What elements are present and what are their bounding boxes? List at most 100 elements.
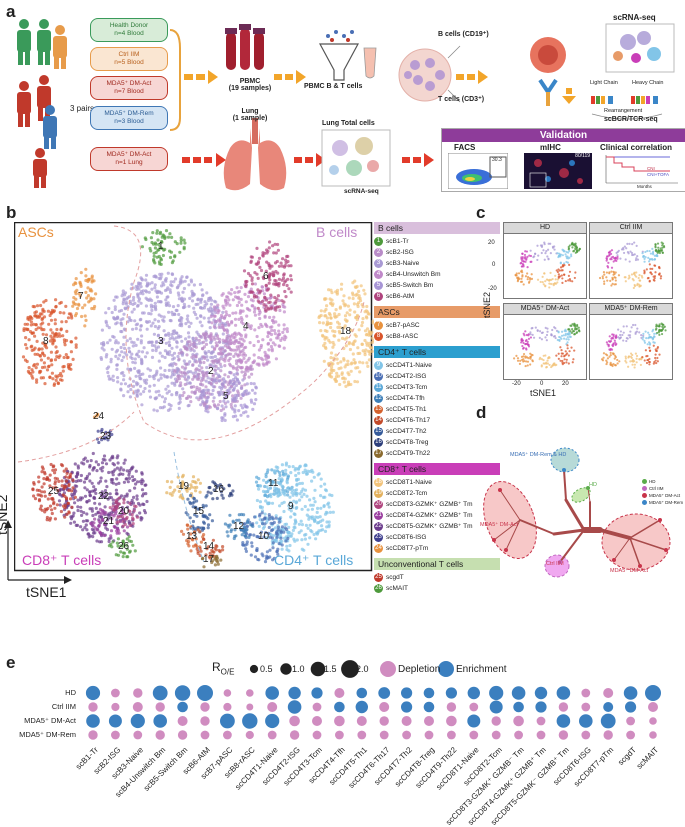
legend-group-head: CD8⁺ T cells	[374, 463, 500, 475]
legend-dot: 5	[374, 281, 383, 290]
e-dot	[197, 685, 213, 701]
e-dot	[491, 730, 501, 740]
umap-ctrl: Ctrl IIM	[589, 222, 673, 299]
e-dot	[558, 702, 569, 712]
legend-label: scB6-AtM	[386, 293, 415, 300]
mihc-value: 80/119	[575, 153, 590, 159]
e-dot	[379, 730, 389, 740]
e-dot	[423, 687, 435, 699]
cluster-7	[71, 267, 98, 328]
e-dot	[288, 686, 301, 700]
tsne-axes	[4, 520, 72, 584]
cluster-number-8: 8	[43, 336, 49, 347]
e-dot	[289, 715, 300, 727]
e-dot	[581, 730, 591, 740]
e-dot	[579, 714, 593, 728]
legend-label: scCD4T4-Tfh	[386, 395, 425, 402]
panel-e-letter: e	[6, 653, 16, 672]
e-dot	[220, 713, 235, 729]
cluster-24	[92, 412, 100, 419]
cluster-19	[165, 473, 202, 501]
legend-dot: 9	[374, 361, 383, 370]
region-cd8: CD8⁺ T cells	[22, 552, 102, 568]
d-legend-item: MDA5⁺ DM-Act	[642, 492, 683, 499]
cluster-number-9: 9	[288, 501, 294, 512]
e-size-label: 2.0	[356, 664, 369, 674]
d-legend-dot	[642, 479, 647, 484]
legend-label: scCD4T9-Th22	[386, 450, 431, 457]
legend-dot: 1	[374, 237, 383, 246]
e-depletion-label: Depletion	[398, 664, 441, 675]
d-label-rem-hd: MDA5⁺ DM-Rem & HD	[510, 452, 567, 458]
light-chain-label: Light Chain	[590, 80, 618, 86]
legend-label: scCD4T1-Naive	[386, 362, 432, 369]
e-dot	[152, 685, 168, 701]
e-dot	[356, 687, 368, 699]
panel-a-letter: a	[6, 2, 16, 21]
legend-dot: 6	[374, 292, 383, 301]
cluster-25	[31, 462, 77, 522]
legend-label: scB8-rASC	[386, 333, 419, 340]
cluster-number-19: 19	[178, 481, 190, 492]
d-legend-item: HD	[642, 478, 683, 485]
lung-total-label: Lung Total cells	[322, 120, 375, 127]
legend-label: scMAIT	[386, 585, 409, 592]
d-legend-dot	[642, 493, 647, 498]
e-dot	[556, 714, 571, 728]
legend-label: scCD4T6-Th17	[386, 417, 431, 424]
e-dot	[246, 689, 254, 697]
e-dot	[603, 688, 614, 698]
cluster-number-2: 2	[208, 366, 214, 377]
km-xlabel: Months	[637, 184, 652, 189]
e-dot	[200, 716, 210, 726]
e-dot	[514, 730, 523, 740]
legend-label: scCD8T6-ISG	[386, 534, 427, 541]
e-dot	[265, 686, 279, 700]
clinical-label: Clinical correlation	[600, 143, 673, 152]
cluster-16	[206, 480, 235, 501]
d-legend-item: Ctrl IIM	[642, 485, 683, 492]
e-dot	[200, 702, 210, 712]
e-dot	[174, 685, 191, 701]
legend-dot: 22	[374, 522, 383, 531]
e-dot	[556, 686, 571, 700]
scrnaseq-label: scRNA-seq	[613, 13, 656, 22]
e-dot	[445, 687, 457, 699]
legend-dot: 2	[374, 248, 383, 257]
cluster-15	[184, 493, 214, 534]
cluster-number-25: 25	[48, 486, 60, 497]
legend-dot: 11	[374, 383, 383, 392]
c-yaxis: tSNE2	[482, 291, 492, 318]
e-dot	[133, 730, 143, 740]
cluster-number-14: 14	[203, 541, 215, 552]
cluster-number-7: 7	[78, 291, 84, 302]
d-legend-label: Ctrl IIM	[649, 486, 664, 491]
cluster-number-13: 13	[186, 531, 198, 542]
c-xtick-3: 20	[562, 381, 569, 387]
e-dot	[242, 713, 258, 729]
cluster-6	[242, 240, 293, 313]
c-ytick-2: 0	[492, 262, 496, 268]
e-dot	[200, 730, 210, 740]
c-xtick-2: 0	[540, 381, 544, 387]
km-curve	[605, 155, 678, 184]
e-row-label: Ctrl IIM	[51, 702, 76, 711]
legend-label: scCD8T1-Naive	[386, 479, 432, 486]
e-dot	[626, 716, 635, 726]
e-dot	[401, 716, 412, 726]
legend-dot: 23	[374, 533, 383, 542]
legend-group-head: CD4⁺ T cells	[374, 346, 500, 358]
